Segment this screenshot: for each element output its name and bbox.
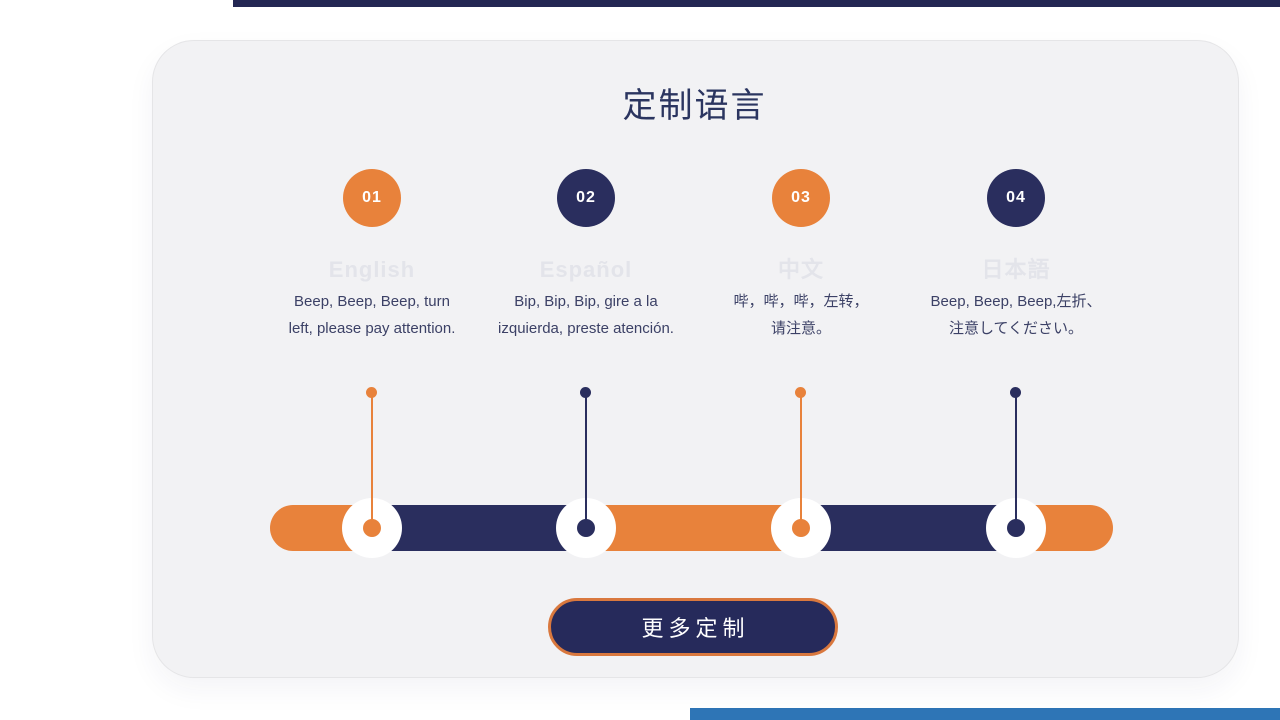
step-number: 04 — [1006, 189, 1026, 206]
section-title: 定制语言 — [622, 87, 767, 125]
step-number: 01 — [362, 189, 382, 206]
step-column-chinese: 03 中文 哔，哔，哔，左转， 请注意。 — [694, 169, 908, 342]
timeline-segment — [372, 505, 586, 551]
stem-line — [371, 397, 373, 528]
step-number: 02 — [576, 189, 596, 206]
language-name: 中文 — [777, 257, 824, 282]
step-number: 03 — [791, 189, 811, 206]
top-adjacent-section-edge — [233, 0, 1280, 7]
timeline-segment — [801, 505, 1016, 551]
stem-top-dot — [366, 387, 377, 398]
language-name: English — [328, 257, 416, 282]
language-section-card — [152, 40, 1239, 678]
step-column-japanese: 04 日本語 Beep, Beep, Beep,左折、 注意してください。 — [909, 169, 1123, 342]
description-line: 请注意。 — [770, 320, 831, 337]
description-line: izquierda, preste atención. — [498, 320, 674, 337]
more-customization-button[interactable]: 更多定制 — [548, 598, 838, 656]
language-description: Beep, Beep, Beep, turn left, please pay … — [265, 288, 479, 342]
step-number-badge: 04 — [987, 169, 1045, 227]
stem-line — [800, 397, 802, 528]
stem-top-dot — [1010, 387, 1021, 398]
description-line: Beep, Beep, Beep,左折、 — [930, 293, 1102, 310]
stem-line — [585, 397, 587, 528]
step-column-english: 01 English Beep, Beep, Beep, turn left, … — [265, 169, 479, 342]
description-line: Beep, Beep, Beep, turn — [294, 293, 450, 310]
description-line: 哔，哔，哔，左转， — [733, 293, 869, 310]
description-line: 注意してください。 — [948, 320, 1084, 337]
timeline-node-dot — [363, 519, 381, 537]
step-number-badge: 02 — [557, 169, 615, 227]
language-description: 哔，哔，哔，左转， 请注意。 — [694, 288, 908, 342]
stem-line — [1015, 397, 1017, 528]
language-description: Beep, Beep, Beep,左折、 注意してください。 — [909, 288, 1123, 342]
step-number-badge: 01 — [343, 169, 401, 227]
description-line: left, please pay attention. — [288, 320, 456, 337]
description-line: Bip, Bip, Bip, gire a la — [514, 293, 658, 310]
timeline-node-dot — [1007, 519, 1025, 537]
timeline-segment — [586, 505, 801, 551]
step-column-spanish: 02 Español Bip, Bip, Bip, gire a la izqu… — [479, 169, 693, 342]
language-description: Bip, Bip, Bip, gire a la izquierda, pres… — [479, 288, 693, 342]
timeline-node-dot — [577, 519, 595, 537]
language-name: 日本語 — [981, 257, 1051, 282]
step-number-badge: 03 — [772, 169, 830, 227]
stem-top-dot — [580, 387, 591, 398]
stem-top-dot — [795, 387, 806, 398]
bottom-adjacent-section-edge — [690, 708, 1280, 720]
timeline-node-dot — [792, 519, 810, 537]
language-name: Español — [539, 257, 633, 282]
